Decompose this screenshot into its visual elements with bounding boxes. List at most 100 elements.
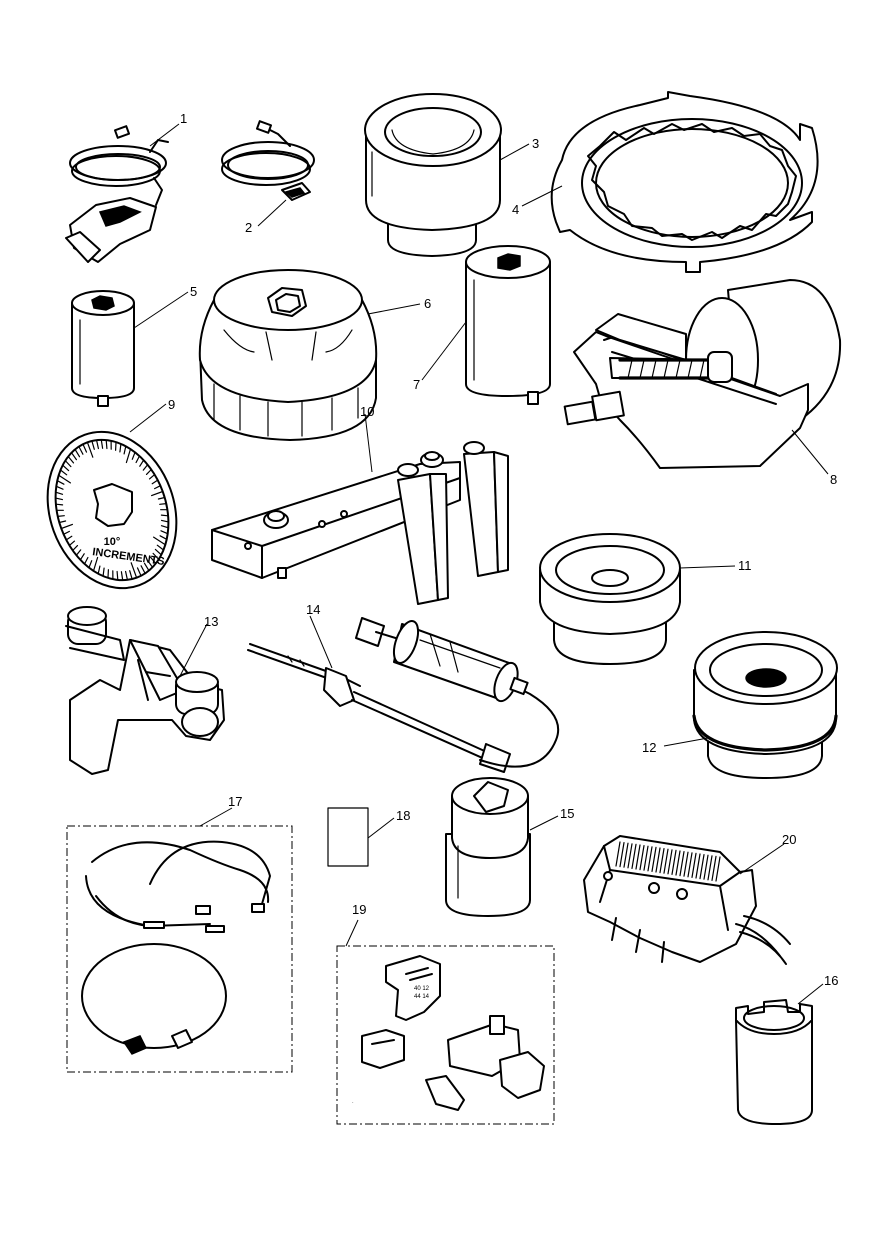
dial-tick	[157, 496, 166, 500]
part-19-mark-b: 44 14	[414, 994, 430, 1000]
dial-tick	[78, 446, 84, 455]
module-fin	[687, 852, 693, 878]
callout-8: 8	[830, 472, 837, 487]
module-fin	[695, 853, 701, 879]
part-5-small-socket	[71, 290, 135, 407]
module-fin	[631, 843, 637, 869]
dial-tick	[75, 549, 82, 556]
dial-tick	[130, 562, 138, 579]
module-fin	[655, 847, 661, 873]
callout-18: 18	[396, 808, 410, 823]
dial-ticks	[54, 439, 169, 581]
dial-tick	[147, 559, 154, 568]
part-17-harness-kit	[66, 825, 293, 1073]
callout-14: 14	[306, 602, 320, 617]
callout-6: 6	[424, 296, 431, 311]
dial-tick	[160, 525, 169, 529]
dial-tick	[160, 530, 169, 535]
dial-tick	[55, 491, 64, 495]
part-15-socket	[445, 777, 531, 917]
part-1-diagnostic-cable	[65, 125, 169, 263]
dial-tick	[123, 445, 127, 455]
dial-tick	[58, 520, 67, 524]
dial-tick	[74, 448, 81, 458]
dial-tick	[95, 439, 100, 450]
dial-tick	[86, 441, 94, 458]
dial-tick	[153, 536, 166, 546]
dial-tick	[156, 544, 165, 551]
module-fin	[667, 849, 673, 875]
dial-tick	[97, 565, 101, 575]
dial-tick	[88, 560, 93, 569]
module-fin	[715, 856, 721, 882]
dial-label-degrees: 10°	[104, 536, 121, 548]
dial-tick	[154, 485, 161, 490]
callout-19: 19	[352, 902, 366, 917]
callout-3: 3	[532, 136, 539, 151]
part-3-socket	[364, 93, 502, 257]
dial-tick	[139, 459, 145, 467]
dial-tick	[60, 523, 74, 530]
dial-tick	[57, 515, 65, 518]
module-fins	[615, 841, 721, 882]
module-fin	[643, 845, 649, 871]
callout-7: 7	[413, 377, 420, 392]
module-fin	[671, 849, 677, 875]
module-fin	[675, 850, 681, 876]
dial-tick	[148, 474, 156, 480]
part-19-corner-mark: ·	[352, 1100, 354, 1106]
dial-tick	[145, 468, 152, 475]
dial-tick	[83, 556, 89, 565]
dial-tick	[120, 571, 124, 581]
callout-15: 15	[560, 806, 574, 821]
module-fin	[615, 841, 621, 867]
dial-tick	[129, 570, 133, 580]
part-20-module	[583, 835, 791, 965]
part-19-mark-a: 40 12	[414, 986, 430, 992]
callout-1: 1	[180, 111, 187, 126]
dial-tick	[62, 530, 71, 535]
dial-tick	[91, 440, 95, 450]
callout-20: 20	[782, 832, 796, 847]
module-fin	[679, 851, 685, 877]
module-fin	[623, 842, 629, 868]
dial-tick	[55, 485, 64, 490]
dial-tick	[82, 443, 88, 453]
dial-tick	[70, 452, 78, 461]
module-fin	[683, 851, 689, 877]
module-fin	[619, 842, 625, 868]
part-7-tall-socket	[465, 245, 551, 405]
module-fin	[627, 843, 633, 869]
dial-tick	[102, 567, 105, 577]
dial-tick	[54, 497, 64, 501]
module-fin	[691, 852, 697, 878]
dial-tick	[136, 567, 142, 577]
dial-tick	[62, 464, 70, 472]
module-fin	[711, 855, 717, 881]
part-8-press-frame	[563, 279, 842, 469]
module-fin	[639, 845, 645, 871]
dial-tick	[124, 570, 129, 581]
part-6-oil-filter-wrench	[198, 269, 378, 441]
part-14-syringe	[247, 617, 560, 773]
dial-tick	[56, 480, 65, 485]
module-fin	[663, 848, 669, 874]
dial-tick	[160, 514, 169, 517]
callout-2: 2	[245, 220, 252, 235]
module-fin	[703, 854, 709, 880]
part-18-card	[327, 807, 369, 867]
dial-tick	[58, 474, 72, 484]
callout-10: 10	[360, 404, 374, 419]
dial-tick	[135, 455, 140, 464]
part-9-degree-disc: 10° INCREMENTS	[46, 430, 178, 590]
dial-tick	[55, 503, 64, 506]
callout-13: 13	[204, 614, 218, 629]
dial-tick	[154, 548, 162, 556]
dial-tick	[105, 439, 108, 450]
dial-tick	[72, 544, 79, 552]
module-fin	[699, 854, 705, 880]
part-16-castellated-socket	[735, 999, 813, 1125]
dial-tick	[119, 443, 122, 453]
part-19-tool-kit: 40 12 44 14 ·	[336, 945, 555, 1125]
